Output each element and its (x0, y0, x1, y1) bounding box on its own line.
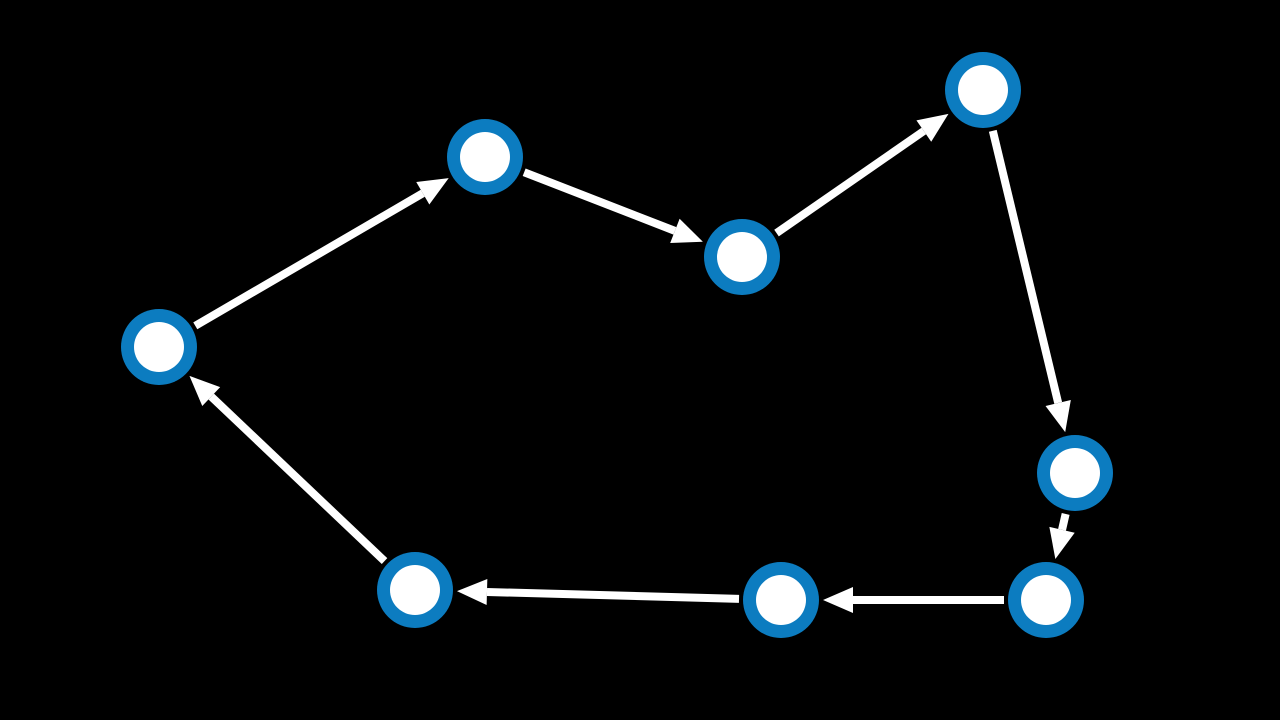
node-core (134, 322, 184, 372)
node-layer (121, 52, 1113, 638)
graph-node-n8[interactable] (377, 552, 453, 628)
edge-arrowhead-icon (670, 218, 703, 244)
node-core (1021, 575, 1071, 625)
edge-line (774, 127, 927, 237)
edge-arrowhead-icon (1045, 399, 1071, 433)
graph-node-n5[interactable] (1037, 435, 1113, 511)
node-core (1050, 448, 1100, 498)
edge-arrowhead-icon (456, 578, 488, 605)
graph-node-n2[interactable] (447, 119, 523, 195)
node-core (390, 565, 440, 615)
graph-edge-n5-n6[interactable] (1049, 513, 1075, 560)
edge-line (208, 393, 388, 564)
edge-arrowhead-icon (416, 178, 449, 205)
graph-node-n4[interactable] (945, 52, 1021, 128)
graph-edge-n8-n1[interactable] (189, 375, 388, 564)
edge-line (988, 129, 1063, 404)
edge-line (522, 168, 677, 235)
graph-edge-n7-n8[interactable] (456, 578, 740, 605)
edge-line (486, 587, 740, 603)
edge-line (193, 189, 425, 330)
edge-arrowhead-icon (823, 587, 853, 613)
edge-line (1058, 513, 1070, 531)
graph-node-n7[interactable] (743, 562, 819, 638)
graph-node-n3[interactable] (704, 219, 780, 295)
graph-edge-n4-n5[interactable] (988, 129, 1071, 433)
graph-edge-n6-n7[interactable] (823, 587, 1004, 613)
node-core (717, 232, 767, 282)
node-core (958, 65, 1008, 115)
node-core (756, 575, 806, 625)
node-core (460, 132, 510, 182)
edge-arrowhead-icon (1049, 526, 1075, 560)
edge-arrowhead-icon (916, 113, 949, 142)
graph-edge-n1-n2[interactable] (193, 178, 449, 330)
graph-node-n6[interactable] (1008, 562, 1084, 638)
graph-edge-n2-n3[interactable] (522, 168, 703, 244)
edge-arrowhead-icon (189, 375, 221, 406)
graph-edge-n3-n4[interactable] (774, 113, 949, 237)
graph-node-n1[interactable] (121, 309, 197, 385)
edge-layer (189, 113, 1075, 613)
